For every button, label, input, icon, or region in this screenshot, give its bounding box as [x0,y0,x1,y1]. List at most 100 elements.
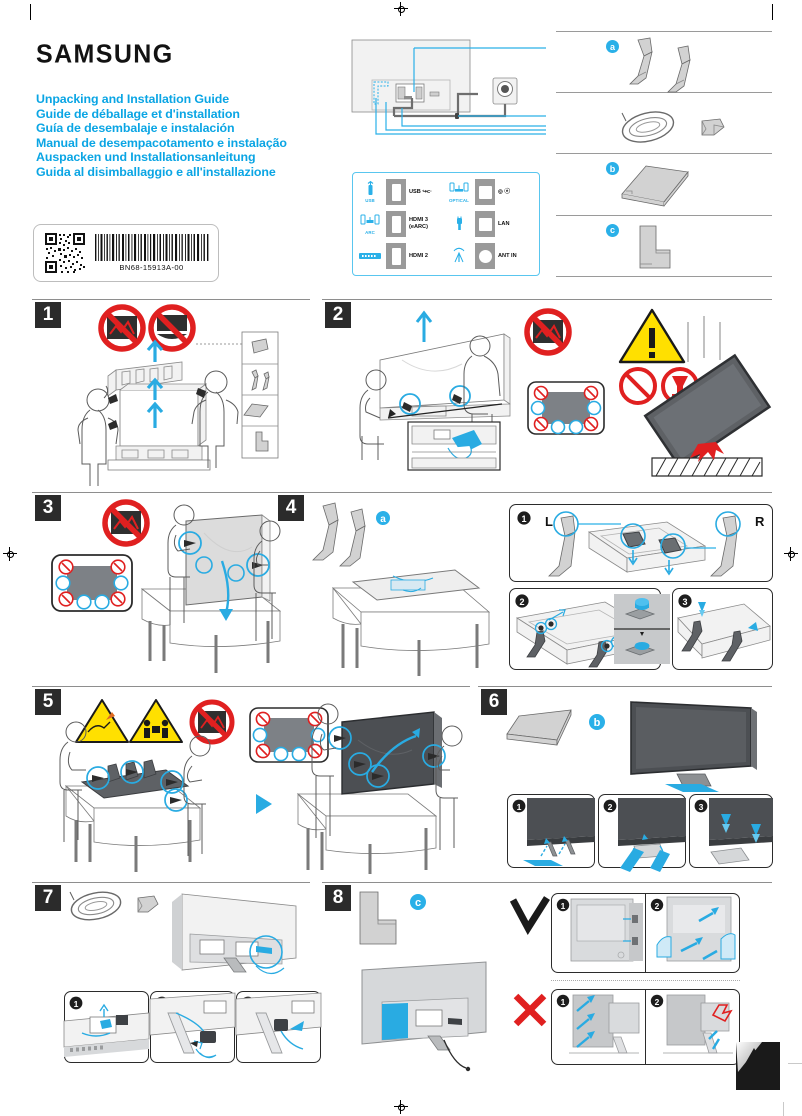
port-label-lan: LAN [498,220,510,227]
step-number-3: 3 [35,495,61,521]
step-number-1: 1 [35,302,61,328]
hdmi-earc-jack-graphic [386,211,406,237]
lan-jack-graphic [475,211,495,237]
warning-pinch-symbol [75,699,129,743]
registration-mark-bottom [394,1100,408,1114]
svg-text:1: 1 [74,999,79,1009]
port-label-usb: USB ↪ᴄ· [409,188,433,195]
step-rule-5 [32,686,470,687]
usb-jack-graphic [386,179,406,205]
hdmi2-jack-graphic [386,243,406,269]
step-7-illustration [69,891,297,975]
port-row-hdmi2: HDMI 2 [357,241,446,271]
step-8-correct-panel-divider [645,893,647,973]
tv-rear-connection-diagram [351,39,546,135]
accessories-panel: a b [556,31,772,277]
title-en: Unpacking and Installation Guide [36,92,230,106]
page-turn-corner-icon [736,1042,780,1090]
accessory-badge-b: b [606,162,619,175]
step-number-7: 7 [35,885,61,911]
port-label-optical: ◎ ⓔ [498,188,511,195]
accessory-badge-c: c [606,223,619,237]
accessory-row-stand-legs: a [556,31,772,93]
base-plate-art [621,165,689,207]
step-8-correct-illustration: 1 2 [556,896,736,962]
step-number-5: 5 [35,689,61,715]
port-row-ant-in: ANT IN [446,241,535,271]
hdmi-bar-icon [357,243,383,269]
step-8-incorrect-illustration: 1 2 [556,994,733,1054]
check-mark-icon [509,896,550,935]
step-6-sub1-illustration: 1 [512,798,595,866]
accessory-badge-a: a [606,40,619,53]
title-pt: Manual de desempacotamento e instalação [36,135,287,150]
no-drop-face-down-symbol [148,304,196,352]
no-entry-symbol [619,367,657,405]
cable-cover-art [639,225,671,268]
person-right [191,370,239,468]
registration-mark-left [3,547,17,561]
port-label-ant-in: ANT IN [498,252,517,259]
guide-title-block: Unpacking and Installation Guide Guide d… [36,92,287,180]
soundbar-arc-icon: ARC [357,211,383,237]
ports-right-column: OPTICAL ◎ ⓔ LAN ANT IN [446,177,535,271]
svg-text:1: 1 [517,802,522,812]
optical-jack-graphic [475,179,495,205]
step-rule-2 [322,299,772,300]
svg-text:3: 3 [682,597,687,607]
antenna-icon [446,243,472,269]
step-8-incorrect-panel-divider [645,989,647,1065]
step-3-illustration [51,499,282,673]
step-4-screw-detail [614,594,670,664]
step-rule-7 [32,882,310,883]
title-es: Guía de desembalaje e instalación [36,121,235,136]
svg-text:2: 2 [655,997,660,1007]
port-label-hdmi-earc: HDMI 3 (eARC) [409,217,428,230]
barcode-group: BN68-15913A-00 [94,234,209,272]
registration-mark-top [394,2,408,16]
no-sharp-edge-symbol-2 [524,308,572,356]
lan-plug-icon [446,211,472,237]
step-rule-8 [322,882,772,883]
svg-text:2: 2 [519,597,524,607]
qr-code-icon [44,232,86,274]
no-sharp-edge-symbol-3 [102,499,150,547]
title-it: Guida al disimballaggio e all'installazi… [36,164,276,179]
svg-text:L: L [545,514,553,529]
barcode-icon [95,234,209,261]
step-2-illustration [359,308,772,477]
step-5-illustration [59,699,463,874]
svg-text:c: c [415,897,421,909]
step-8-divider-dotted [551,980,740,981]
step-number-6: 6 [481,689,507,715]
crop-mark-tl [30,4,31,20]
arc-icon-caption: ARC [365,229,375,235]
port-row-hdmi-earc: ARC HDMI 3 (eARC) [357,209,446,239]
accessory-row-base-plate: b [556,154,772,216]
part-number-label: BN68-15913A-00 [33,224,219,282]
power-cord-and-clip-art [621,110,725,143]
ports-legend-panel: USB USB ↪ᴄ· ARC HDMI 3 (eARC) HDMI 2 [352,172,540,276]
step-number-2: 2 [325,302,351,328]
usb-icon-caption: USB [365,198,375,203]
footer-rule-bottom [783,1102,784,1116]
step-rule-1 [32,299,310,300]
part-number-text: BN68-15913A-00 [119,263,184,272]
ports-left-column: USB USB ↪ᴄ· ARC HDMI 3 (eARC) HDMI 2 [357,177,446,271]
svg-text:a: a [380,514,386,525]
port-row-lan: LAN [446,209,535,239]
svg-text:2: 2 [608,802,613,812]
step-7-sub3-illustration: 3 [235,992,322,1054]
port-row-usb: USB USB ↪ᴄ· [357,177,446,207]
title-fr: Guide de déballage et d'installation [36,106,240,121]
svg-text:1: 1 [521,514,526,524]
svg-text:1: 1 [561,901,566,911]
step-8-illustration: c [359,891,487,1072]
step-4-illustration: a [312,502,491,676]
svg-text:3: 3 [699,802,704,812]
step-rule-4 [275,492,772,493]
cross-mark-icon [513,993,547,1027]
ant-jack-graphic [475,243,495,269]
crop-mark-tr [772,4,773,20]
svg-text:2: 2 [655,901,660,911]
